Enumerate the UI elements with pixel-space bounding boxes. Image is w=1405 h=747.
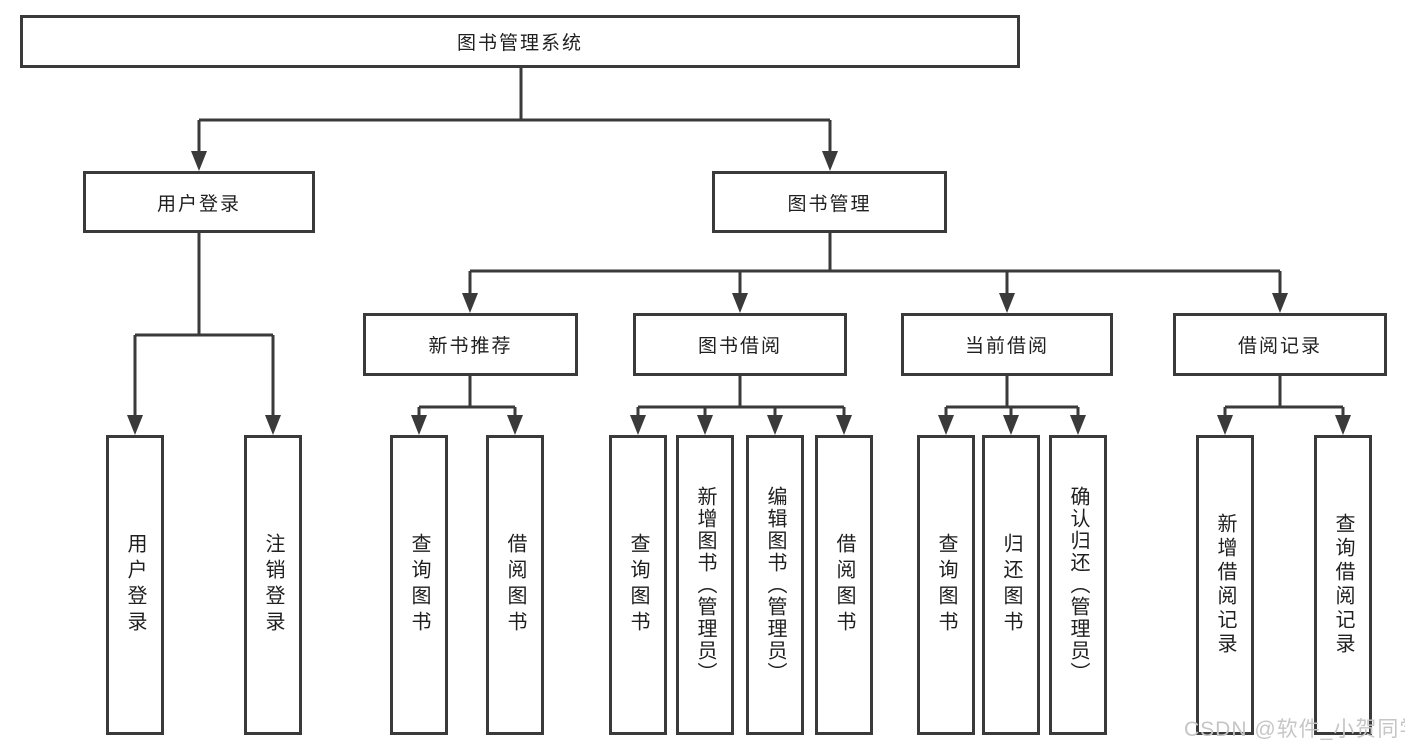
leaf-add-borrow-record: 新增借阅记录 [1196,435,1254,735]
node-book-management: 图书管理 [712,171,947,233]
csdn-watermark: CSDN @软件_小贺同学 [1184,718,1405,741]
node-current-borrow: 当前借阅 [901,313,1113,376]
leaf-edit-book-admin: 编辑图书（管理员） [746,435,804,735]
node-borrow-records: 借阅记录 [1173,313,1387,376]
leaf-logout: 注销登录 [244,435,302,735]
leaf-borrow-books: 借阅图书 [815,435,873,735]
leaf-query-books-recommend: 查询图书 [390,435,448,735]
leaf-add-book-admin: 新增图书（管理员） [676,435,734,735]
node-root-system: 图书管理系统 [20,15,1020,68]
leaf-borrow-books-recommend: 借阅图书 [486,435,544,735]
leaf-query-borrow-record: 查询借阅记录 [1314,435,1372,735]
leaf-user-login: 用户登录 [106,435,164,735]
leaf-query-books-borrow: 查询图书 [609,435,667,735]
node-new-book-recommend: 新书推荐 [363,313,578,376]
leaf-query-books-current: 查询图书 [917,435,975,735]
leaf-return-book: 归还图书 [982,435,1040,735]
leaf-confirm-return-admin: 确认归还（管理员） [1049,435,1107,735]
node-user-login: 用户登录 [83,171,315,233]
node-book-borrow: 图书借阅 [633,313,847,376]
